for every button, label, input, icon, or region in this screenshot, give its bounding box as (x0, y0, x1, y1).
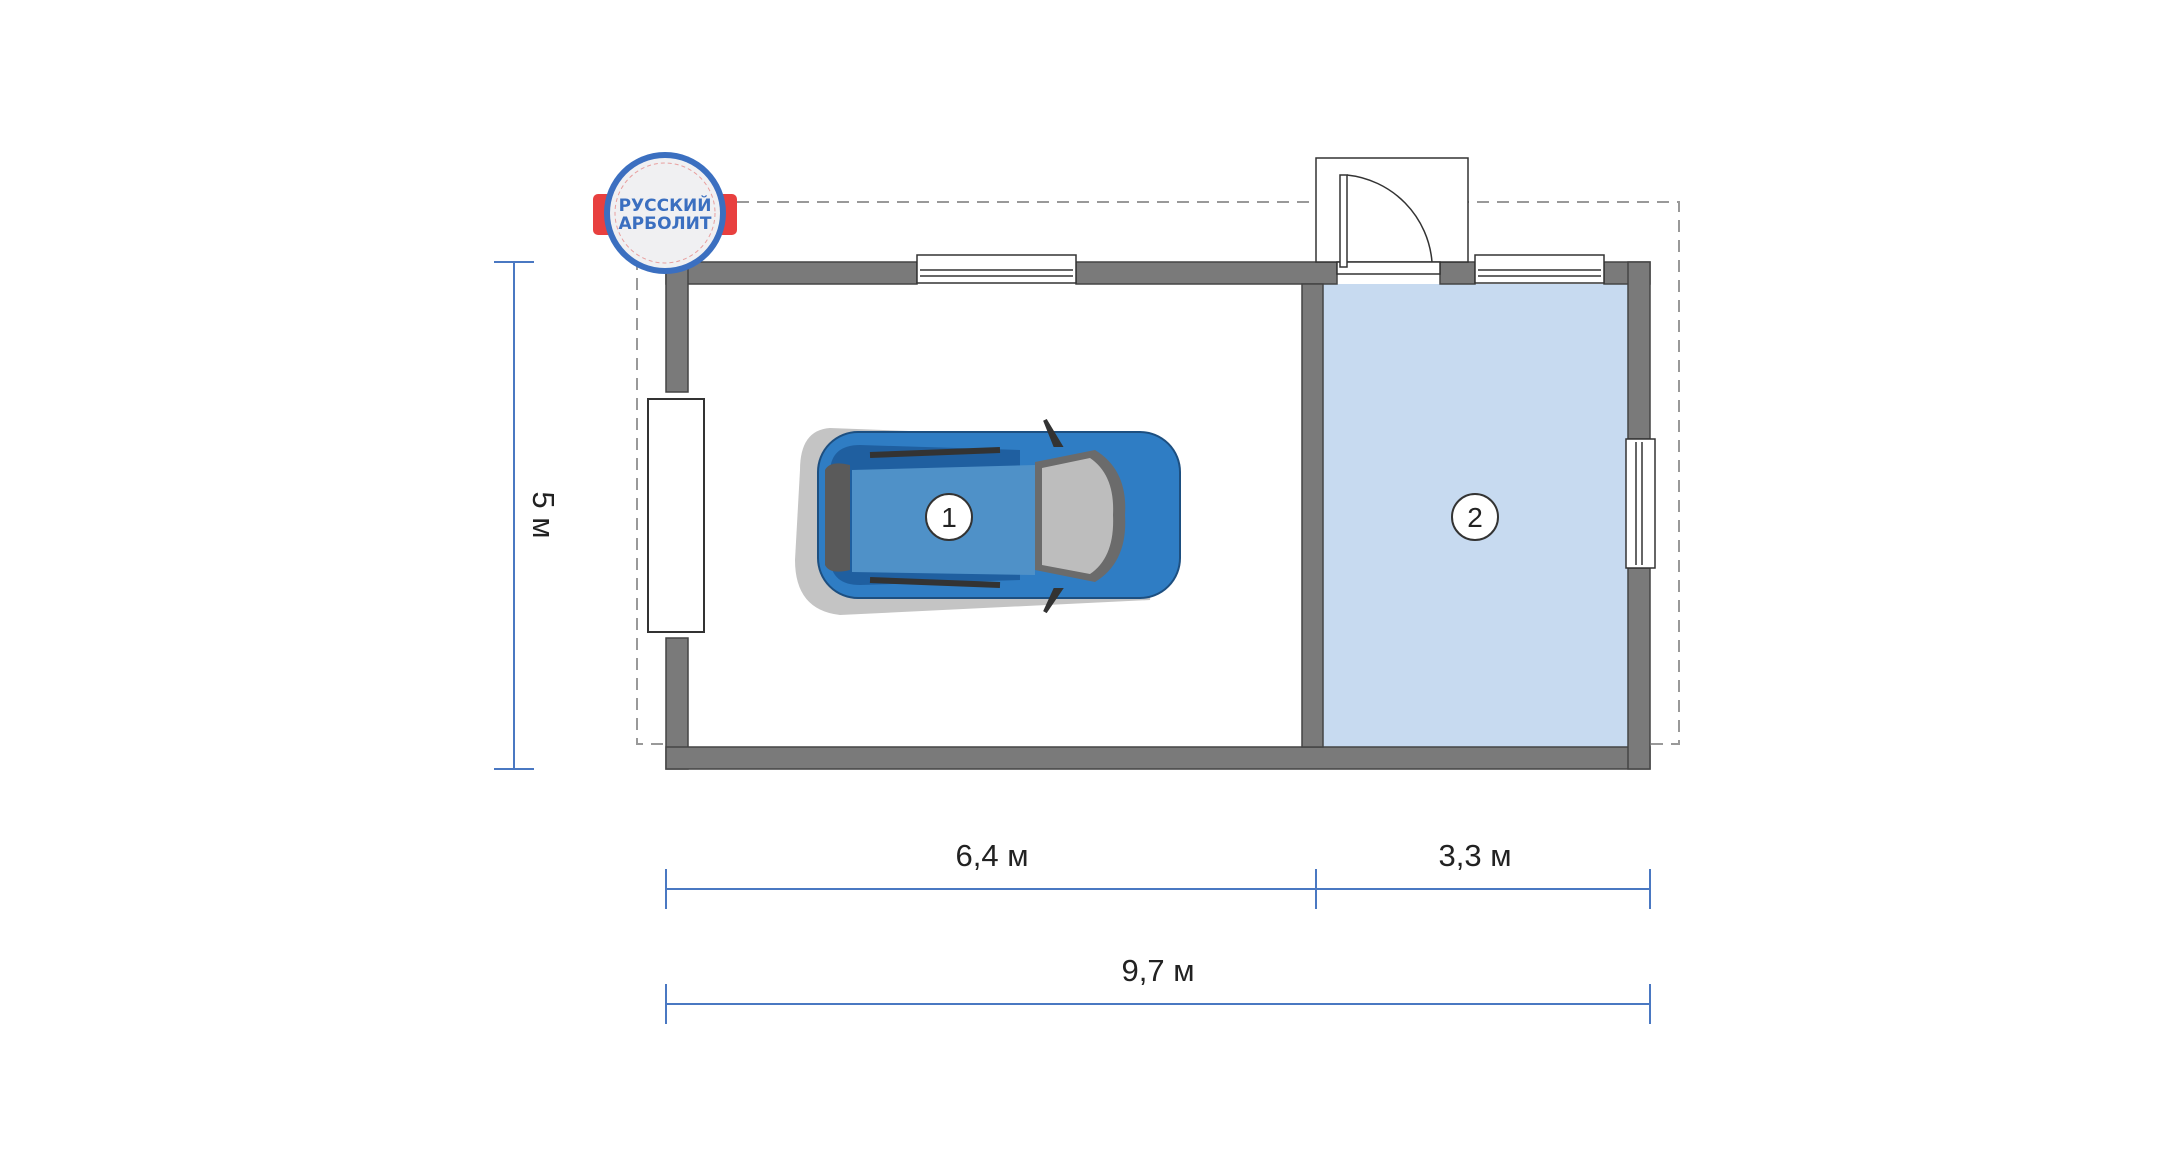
logo-line-1: РУССКИЙ (619, 194, 712, 216)
room2-width-label: 3,3 м (1438, 838, 1511, 873)
dimension-lines (494, 261, 1651, 1024)
room-1-number: 1 (941, 502, 957, 533)
entrance-door (1315, 157, 1469, 275)
window-top-2 (1474, 254, 1605, 284)
car-illustration (795, 418, 1181, 615)
logo-line-2: АРБОЛИТ (619, 214, 712, 234)
russkiy-arbolit-logo: РУССКИЙ АРБОЛИТ (593, 152, 737, 274)
window-right (1625, 438, 1656, 569)
room-2-number: 2 (1467, 502, 1483, 533)
room-2-marker: 2 (1451, 493, 1499, 541)
walls (665, 261, 1651, 770)
garage-gate (647, 398, 705, 633)
garage-width-label: 6,4 м (955, 838, 1028, 873)
height-dimension-label: 5 м (526, 491, 561, 538)
room-1-marker: 1 (925, 493, 973, 541)
total-width-label: 9,7 м (1121, 953, 1194, 988)
window-top-1 (916, 254, 1077, 284)
